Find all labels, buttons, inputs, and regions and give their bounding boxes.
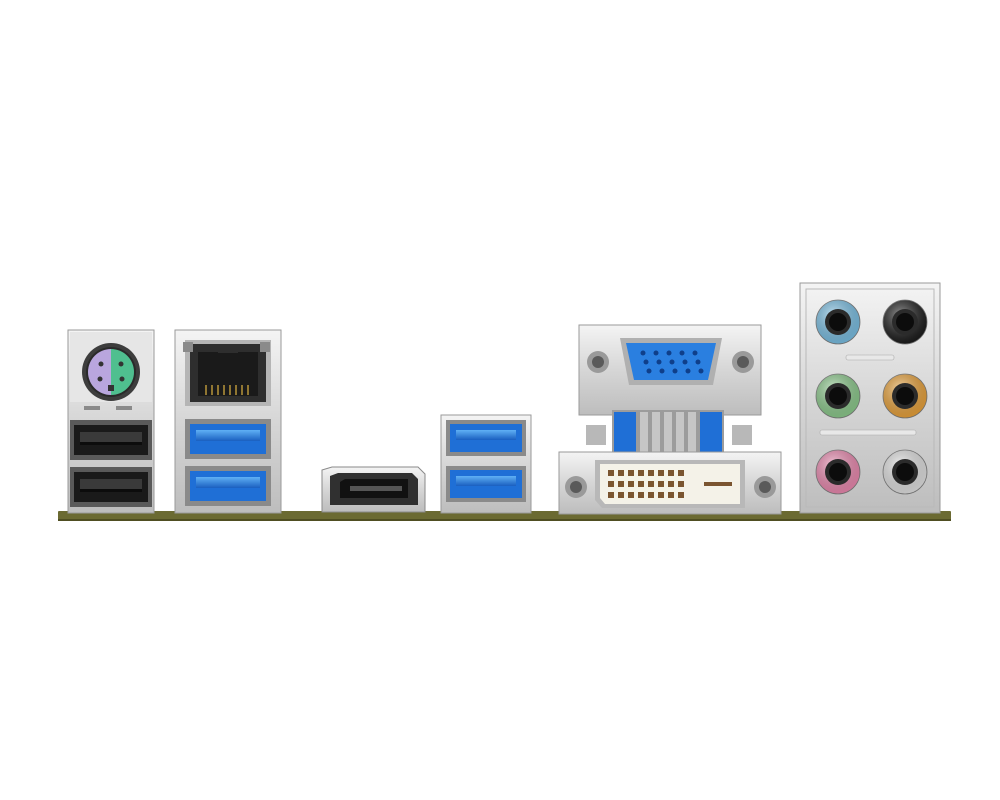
- audio-panel: [799, 282, 941, 514]
- usb3-port-icon: [185, 466, 271, 506]
- ps2-port-icon: [82, 343, 140, 401]
- usb3-middle-stack: [440, 414, 532, 514]
- ethernet-port-icon: [183, 340, 271, 406]
- usb3-port-icon: [446, 420, 526, 456]
- vga-port-icon: [587, 338, 754, 385]
- audio-jack-icon: [815, 373, 861, 419]
- audio-jack-icon: [815, 449, 861, 495]
- audio-jack-icon: [815, 299, 861, 345]
- ps2-usb2-stack: [67, 329, 155, 514]
- usb3-port-icon: [446, 466, 526, 502]
- audio-jack-icon: [882, 373, 928, 419]
- dvi-port-icon: [558, 451, 782, 515]
- vga-dvi-stack: [558, 324, 782, 515]
- usb3-port-icon: [185, 419, 271, 459]
- usb2-port-icon: [70, 420, 152, 460]
- lan-usb3-stack: [174, 329, 282, 514]
- displayport-icon: [321, 466, 426, 513]
- audio-jack-icon: [882, 449, 928, 495]
- audio-jack-icon: [882, 299, 928, 345]
- usb2-port-icon: [70, 467, 152, 507]
